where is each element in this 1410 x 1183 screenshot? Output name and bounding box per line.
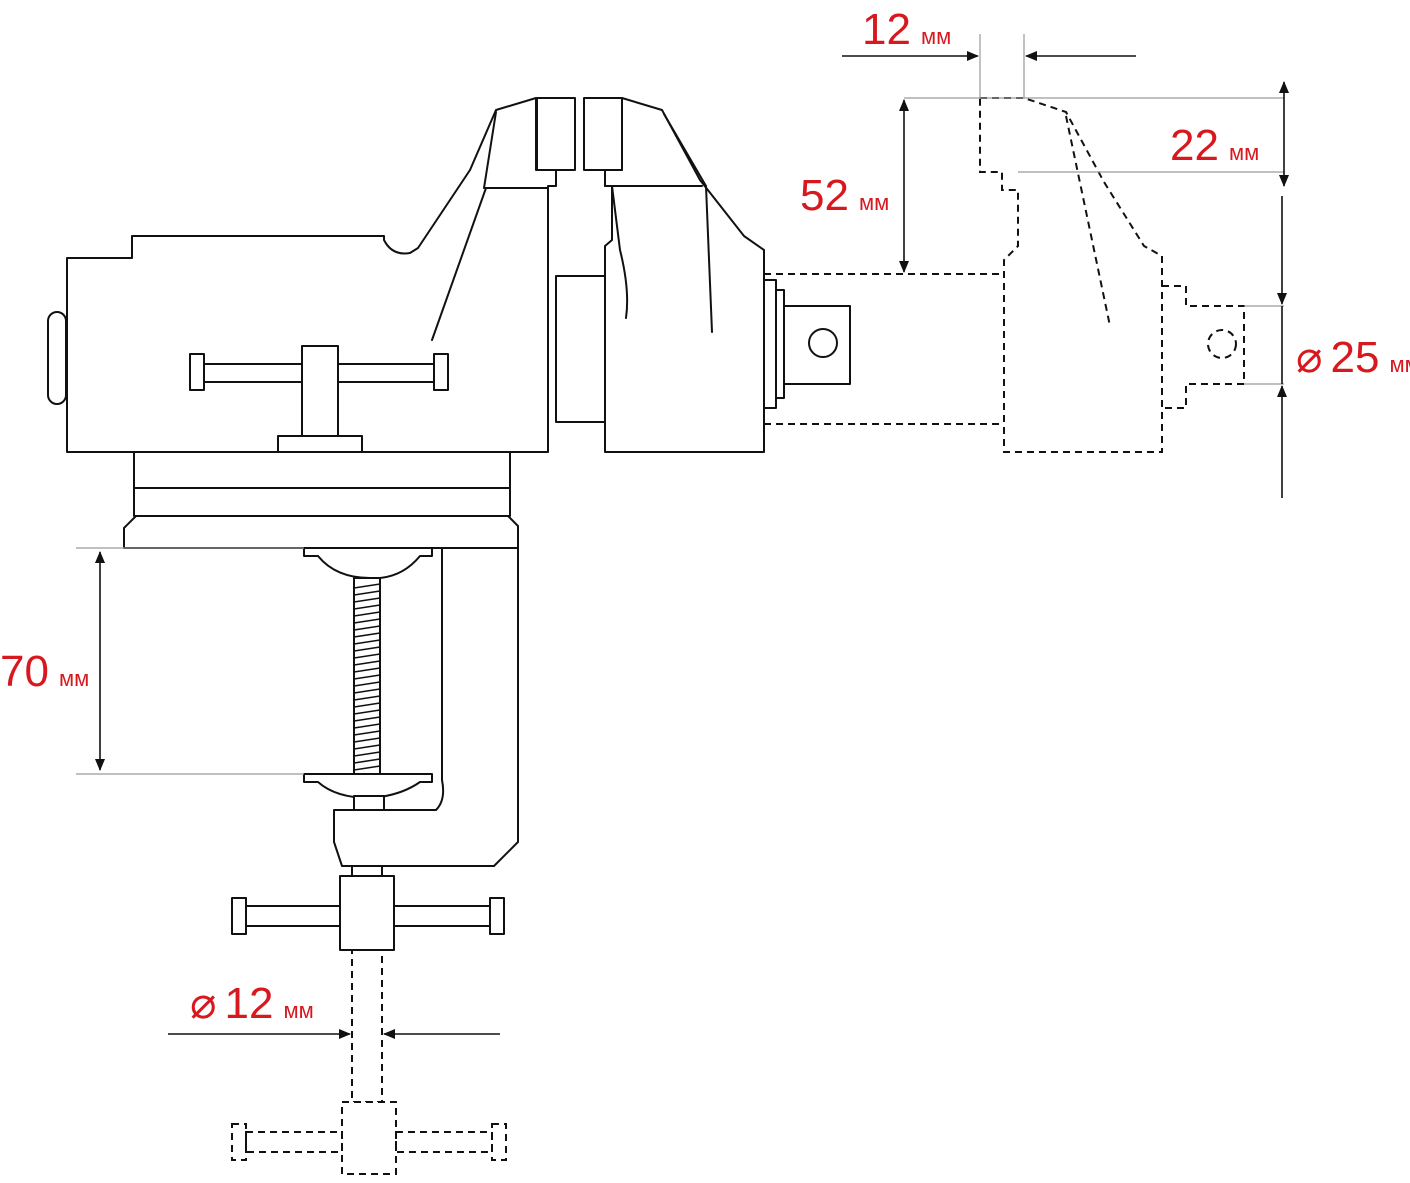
front-jaw-contour [604, 113, 713, 333]
spindle-head [783, 305, 851, 385]
rear-jaw-contour [431, 111, 549, 341]
screw-thread [353, 583, 381, 771]
spindle-ring [775, 289, 785, 399]
dimension-screw-diameter: ⌀ 12 мм [168, 979, 500, 1039]
screw-neck [353, 795, 385, 811]
rear-tommy-bar [189, 345, 449, 453]
c-clamp [231, 547, 519, 1175]
rear-slot [47, 311, 67, 405]
jaw-width-label: 12 мм [862, 5, 951, 54]
spindle-hole [808, 328, 838, 358]
extended-spindle [1162, 285, 1245, 409]
clamp-opening-label: 70 мм [0, 647, 89, 696]
rod-diameter-label: ⌀ 25 мм [1296, 333, 1410, 382]
rear-jaw-plate [536, 97, 576, 171]
clamp-tommy-bar-alt-position [231, 949, 507, 1175]
clamp-lower-pad [303, 773, 433, 799]
dimension-jaw-depth: 22 мм [904, 81, 1289, 187]
vise-body [47, 97, 851, 549]
spindle-collar [763, 279, 777, 409]
extended-spindle-hole [1207, 329, 1237, 359]
base-flange [123, 515, 519, 549]
clamp-frame [333, 547, 519, 867]
dimension-jaw-height: 52 мм [800, 99, 909, 273]
extended-jaw-outline [764, 97, 1245, 453]
dimension-jaw-width: 12 мм [842, 5, 1136, 98]
extended-jaw-inner [1065, 115, 1111, 327]
clamp-tommy-bar [231, 875, 505, 951]
jaw-depth-label: 22 мм [1170, 121, 1259, 170]
screw-shank [351, 865, 383, 877]
dimension-clamp-opening: 70 мм [0, 547, 304, 775]
base-ring [133, 487, 511, 517]
extended-jaw-body [979, 97, 1163, 453]
screw-diameter-label: ⌀ 12 мм [190, 979, 314, 1028]
front-jaw-plate [583, 97, 623, 171]
base-turntable [133, 451, 511, 489]
clamp-upper-pad [303, 547, 433, 580]
guide-bar [555, 275, 607, 423]
dimension-rod-diameter: ⌀ 25 мм [1244, 196, 1410, 498]
jaw-height-label: 52 мм [800, 171, 889, 220]
